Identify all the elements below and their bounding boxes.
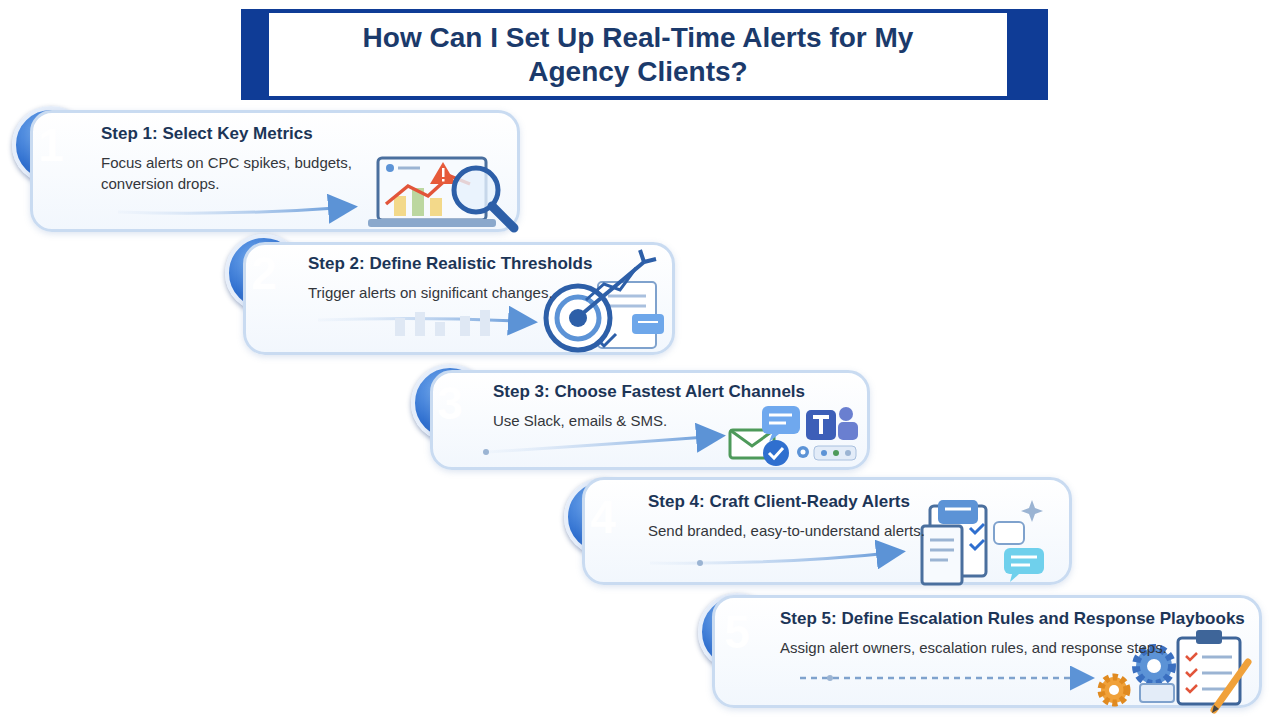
step-description: Send branded, easy-to-understand alerts. <box>648 521 938 541</box>
step-description: Trigger alerts on significant changes. <box>308 283 568 303</box>
step-number: 2 <box>251 250 277 296</box>
step-number: 5 <box>724 609 750 655</box>
step-heading: Step 3: Choose Fastest Alert Channels <box>493 381 867 402</box>
step-heading: Step 2: Define Realistic Thresholds <box>308 253 672 274</box>
step-description: Assign alert owners, escalation rules, a… <box>780 638 1220 658</box>
step-description: Use Slack, emails & SMS. <box>493 411 793 431</box>
step-heading: Step 5: Define Escalation Rules and Resp… <box>780 608 1259 629</box>
step-heading: Step 4: Craft Client-Ready Alerts <box>648 491 1069 512</box>
step-heading: Step 1: Select Key Metrics <box>101 123 517 144</box>
step-number: 3 <box>437 380 463 426</box>
step-number: 4 <box>590 494 616 540</box>
title-panel: How Can I Set Up Real-Time Alerts for My… <box>269 13 1007 96</box>
title-text: How Can I Set Up Real-Time Alerts for My… <box>318 21 958 88</box>
title-banner: How Can I Set Up Real-Time Alerts for My… <box>241 9 1048 100</box>
step-number: 1 <box>38 122 64 168</box>
step-description: Focus alerts on CPC spikes, budgets, con… <box>101 153 361 194</box>
